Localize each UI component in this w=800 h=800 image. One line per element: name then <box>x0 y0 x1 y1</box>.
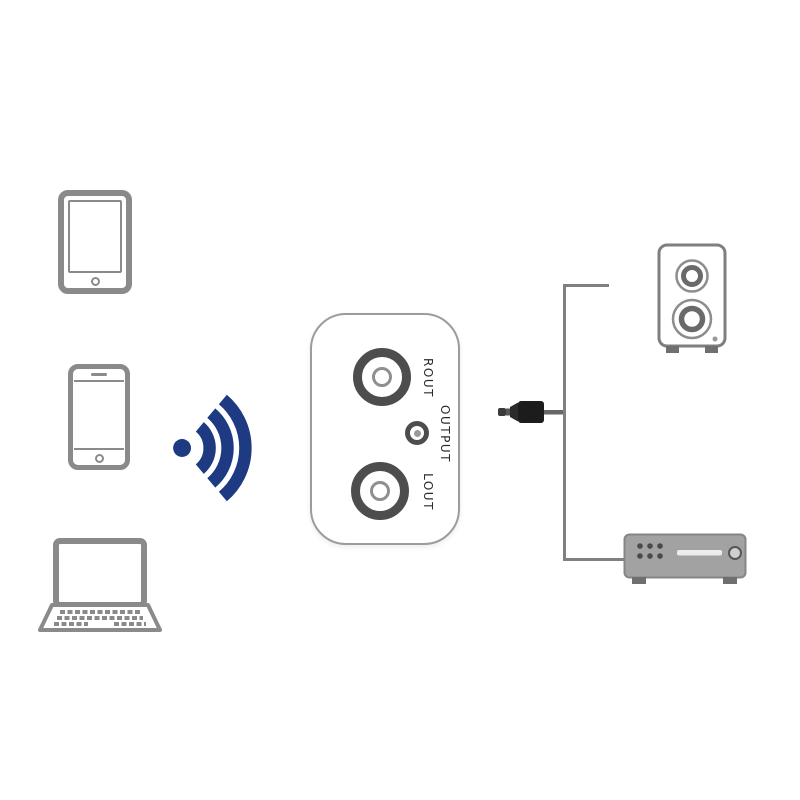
speaker-port-dot <box>712 336 718 342</box>
rca-jack-right-inner-ring <box>372 367 392 387</box>
amplifier-foot-right <box>723 577 737 584</box>
aux-output-port-icon <box>405 421 429 445</box>
speaker-foot-left <box>666 346 679 353</box>
connection-line-to-amplifier <box>563 558 624 561</box>
connection-line-vertical <box>563 284 566 561</box>
smartphone-icon <box>68 364 130 470</box>
laptop-screen <box>53 538 147 608</box>
aux-output-port-dot <box>413 429 421 437</box>
laptop-icon <box>38 538 162 632</box>
jack-tip <box>498 408 506 416</box>
amplifier-knob <box>728 546 742 560</box>
rca-jack-left-inner-ring <box>370 481 390 501</box>
amplifier-foot-left <box>632 577 646 584</box>
speaker-foot-right <box>705 346 718 353</box>
tablet-icon <box>58 190 132 294</box>
speaker-icon <box>657 243 727 353</box>
rca-jack-right-icon <box>353 348 411 406</box>
audio-jack-plug-icon <box>498 401 563 423</box>
jack-body <box>518 401 544 423</box>
jack-cone <box>510 402 518 422</box>
bluetooth-receiver-device: ROUT OUTPUT LOUT <box>310 313 460 545</box>
amplifier-icon <box>623 533 747 584</box>
rca-jack-left-icon <box>351 462 409 520</box>
speaker-tweeter <box>675 259 709 293</box>
laptop-keyboard <box>54 610 146 627</box>
label-rout: ROUT <box>421 358 435 398</box>
amplifier-body <box>623 533 747 579</box>
phone-screen <box>74 380 124 450</box>
label-output: OUTPUT <box>438 405 452 463</box>
tablet-home-button-icon <box>90 277 100 286</box>
amplifier-disc-slot <box>677 550 722 556</box>
speaker-woofer <box>671 298 713 340</box>
wireless-signal-icon <box>173 394 252 502</box>
tablet-screen <box>68 200 122 273</box>
phone-earpiece <box>91 373 107 376</box>
phone-home-button-icon <box>94 454 104 463</box>
speaker-cabinet <box>657 243 727 348</box>
label-lout: LOUT <box>421 473 435 511</box>
amplifier-buttons <box>637 543 663 559</box>
jack-ring <box>506 408 510 416</box>
jack-cable <box>544 410 563 415</box>
connection-line-to-speaker <box>563 284 609 287</box>
